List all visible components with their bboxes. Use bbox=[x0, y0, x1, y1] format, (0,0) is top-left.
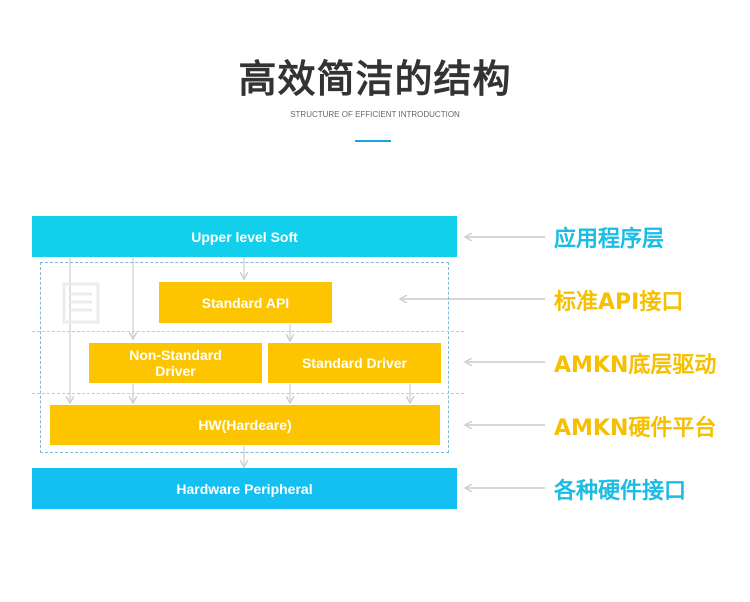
driver-layer-frame bbox=[40, 262, 449, 453]
label-amkn-driver-layer: AMKN底层驱动 bbox=[554, 353, 717, 378]
label-amkn-hardware-platform: AMKN硬件平台 bbox=[554, 416, 717, 441]
page-subtitle: STRUCTURE OF EFFICIENT INTRODUCTION bbox=[290, 110, 460, 119]
label-hardware-interfaces: 各种硬件接口 bbox=[554, 479, 687, 504]
hw-box: HW(Hardeare) bbox=[50, 405, 440, 445]
document-icon bbox=[62, 282, 100, 324]
upper-level-soft-bar: Upper level Soft bbox=[32, 216, 457, 257]
layer-separator bbox=[32, 393, 464, 394]
standard-driver-box: Standard Driver bbox=[268, 343, 441, 383]
layer-separator bbox=[32, 331, 464, 332]
label-standard-api-interface: 标准API接口 bbox=[554, 290, 684, 315]
title-divider bbox=[355, 140, 391, 142]
label-application-layer: 应用程序层 bbox=[554, 227, 665, 252]
hardware-peripheral-bar: Hardware Peripheral bbox=[32, 468, 457, 509]
non-standard-driver-box: Non-Standard Driver bbox=[89, 343, 262, 383]
page-title: 高效简洁的结构 bbox=[238, 57, 512, 101]
standard-api-box: Standard API bbox=[159, 282, 332, 323]
